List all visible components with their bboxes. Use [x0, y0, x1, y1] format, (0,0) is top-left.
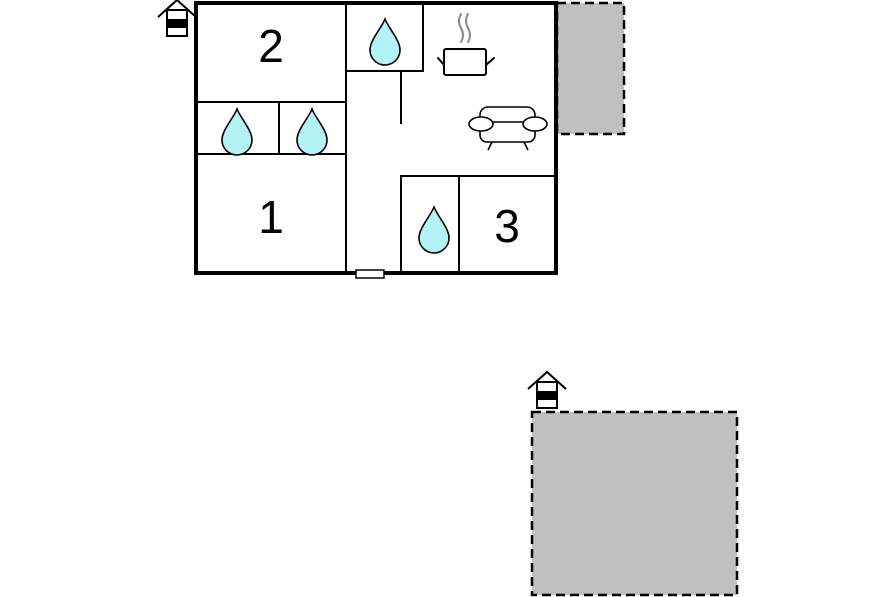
house-icon [527, 371, 567, 409]
house-icon [157, 0, 197, 37]
interior-walls [196, 3, 556, 273]
room-number-3: 3 [494, 200, 520, 252]
cooking-pot-icon [437, 13, 495, 76]
room-number-2: 2 [258, 20, 284, 72]
entrance-door [355, 269, 385, 279]
room-number-1: 1 [258, 191, 284, 243]
terrace-area-bottom [530, 410, 739, 597]
sofa-icon [468, 106, 548, 151]
terrace-area-right [555, 1, 626, 136]
